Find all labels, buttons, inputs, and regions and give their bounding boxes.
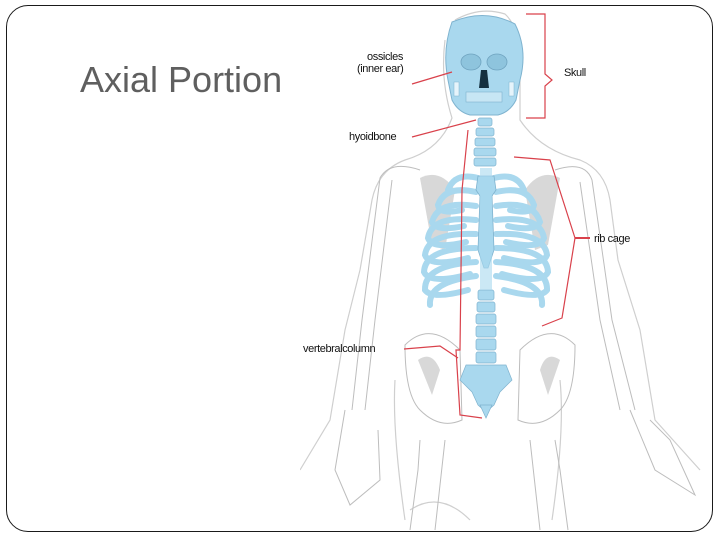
slide-title: Axial Portion — [80, 59, 283, 100]
skull-bracket — [526, 13, 553, 119]
label-hyoid-bone: hyoidbone — [349, 131, 397, 143]
skeleton-illustration — [300, 10, 701, 531]
skull — [445, 14, 524, 116]
vertebral-column — [459, 117, 513, 419]
rib-cage — [420, 173, 552, 308]
skeleton-diagram: Skull ossicles (inner ear) hyoidbone rib… — [300, 6, 720, 532]
body-outline — [300, 10, 701, 521]
hyoid-leader — [411, 119, 477, 138]
ossicles-leader — [411, 71, 453, 85]
slide-frame — [6, 5, 713, 532]
vertebral-leader — [403, 345, 459, 359]
appendicular-bones — [334, 165, 697, 531]
leader-lines — [403, 13, 590, 419]
label-ossicles: ossicles — [367, 51, 403, 63]
label-ossicles-inner-ear: (inner ear) — [357, 63, 404, 75]
vertebral-bracket — [455, 129, 483, 419]
label-rib-cage: rib cage — [594, 233, 630, 245]
sternum — [475, 168, 497, 290]
label-vertebral-column: vertebralcolumn — [303, 343, 376, 355]
label-skull: Skull — [564, 67, 586, 79]
